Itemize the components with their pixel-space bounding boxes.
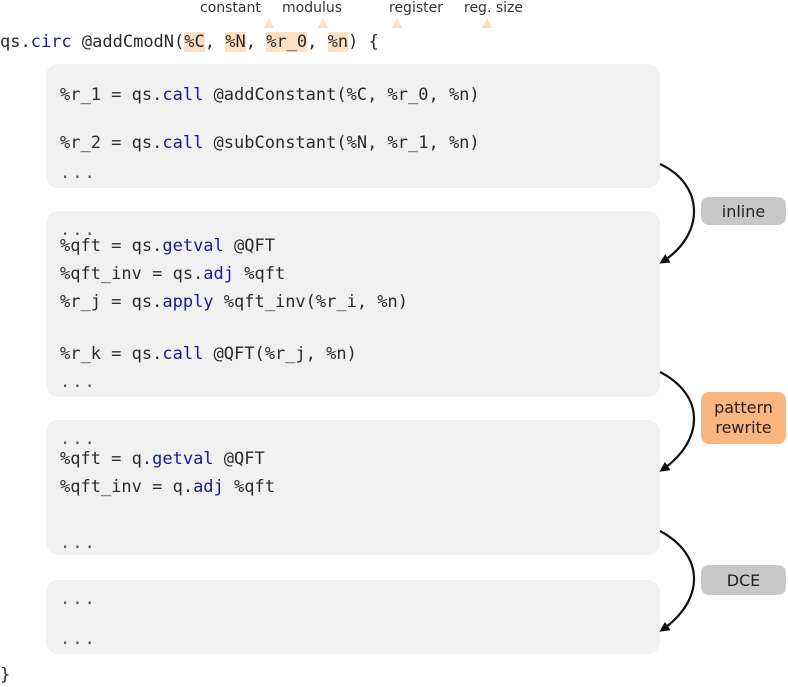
annotation-pointer	[392, 18, 402, 28]
code-line: %qft_inv = qs.adj %qft	[60, 264, 286, 284]
keyword: apply	[162, 292, 214, 312]
ellipsis: ...	[60, 220, 97, 240]
code-block-2: ...%qft = qs.getval @QFT%qft_inv = qs.ad…	[46, 211, 660, 397]
code-block-1: %r_1 = qs.call @addConstant(%C, %r_0, %n…	[46, 64, 660, 188]
keyword: call	[162, 85, 204, 105]
code-line: %r_1 = qs.call @addConstant(%C, %r_0, %n…	[60, 85, 480, 105]
keyword: call	[162, 133, 204, 153]
code-line: %r_k = qs.call @QFT(%r_j, %n)	[60, 344, 357, 364]
keyword: call	[162, 344, 204, 364]
code-block-3: ...%qft = q.getval @QFT%qft_inv = q.adj …	[46, 420, 660, 555]
code-line: %r_2 = qs.call @subConstant(%N, %r_1, %n…	[60, 133, 480, 153]
code-line: %qft = qs.getval @QFT	[60, 236, 275, 256]
keyword: adj	[203, 264, 235, 284]
annotation-pointer	[318, 18, 328, 28]
ellipsis: ...	[60, 589, 97, 609]
ellipsis: ...	[60, 372, 97, 392]
annotation-pointer	[264, 18, 274, 28]
arg-reg-size: %n	[327, 32, 349, 52]
annotation-pointer	[482, 18, 492, 28]
keyword: adj	[193, 477, 224, 497]
code-line: %r_j = qs.apply %qft_inv(%r_i, %n)	[60, 292, 409, 312]
pass-label-pattern-rewrite: pattern rewrite	[701, 392, 786, 444]
pass-label-dce: DCE	[701, 565, 786, 595]
annotation-register: register	[389, 0, 443, 16]
annotation-modulus: modulus	[282, 0, 343, 16]
closing-brace: }	[0, 665, 11, 685]
arrow-inline	[659, 163, 695, 264]
code-block-4: ......	[46, 580, 660, 654]
ellipsis: ...	[60, 533, 97, 553]
arg-modulus: %N	[225, 32, 246, 52]
code-line: %qft = q.getval @QFT	[60, 449, 265, 469]
ellipsis: ...	[60, 629, 97, 649]
arrow-pattern-rewrite	[659, 371, 695, 472]
arg-register: %r_0	[266, 32, 308, 52]
arrow-dce	[659, 530, 695, 632]
ellipsis: ...	[60, 429, 97, 449]
annotation-constant: constant	[200, 0, 261, 16]
keyword: getval	[152, 449, 214, 469]
ellipsis: ...	[60, 163, 97, 183]
keyword: getval	[162, 236, 224, 256]
code-line: %qft_inv = q.adj %qft	[60, 477, 275, 497]
annotation-reg-size: reg. size	[464, 0, 523, 16]
pass-label-inline: inline	[701, 197, 786, 225]
function-signature: qs.circ @addCmodN(%C, %N, %r_0, %n) {	[0, 32, 379, 52]
arg-constant: %C	[184, 32, 205, 52]
